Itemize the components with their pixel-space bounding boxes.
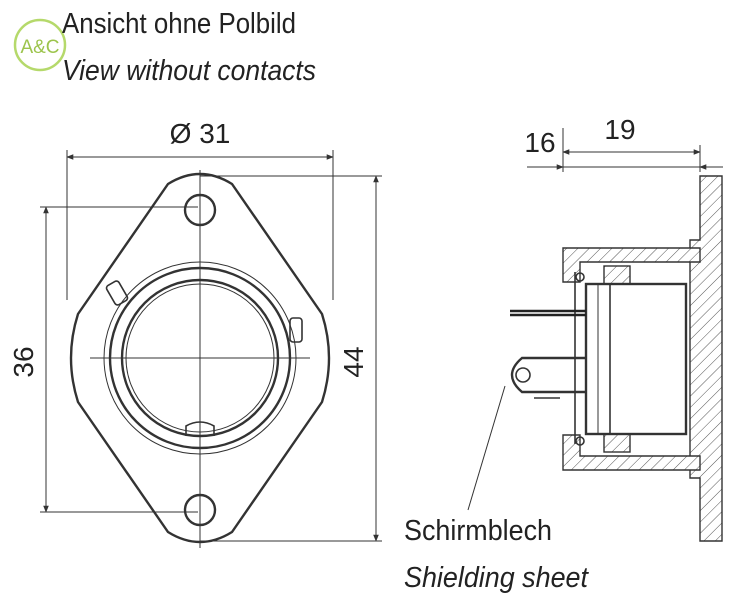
title-english: View without contacts (62, 55, 316, 87)
logo: A&C (13, 18, 67, 72)
hole-spacing-label: 36 (8, 346, 39, 377)
housing-section-top (562, 247, 701, 283)
front-view: Ø 31 36 44 (8, 118, 382, 548)
logo-text: A&C (20, 37, 59, 58)
shield-solder-lug (510, 356, 586, 394)
flange-outline (69, 172, 331, 544)
depth-label-a: 16 (524, 127, 555, 158)
side-view: 16 19 (467, 114, 723, 542)
depth-label-b: 19 (604, 114, 635, 145)
shield-contact-top (575, 272, 585, 282)
flange-section (689, 175, 723, 542)
shield-leader-line (467, 385, 506, 511)
insert-body (584, 282, 688, 436)
housing-section-bottom (562, 434, 701, 471)
insert-ring-bottom (603, 433, 631, 453)
insert-ring-top (603, 265, 631, 285)
title-german: Ansicht ohne Polbild (62, 8, 296, 40)
diameter-label: Ø 31 (170, 118, 231, 149)
shield-lug-hole (515, 367, 531, 383)
total-height-label: 44 (338, 346, 369, 377)
logo-ring (13, 18, 67, 72)
shield-label-german: Schirmblech (404, 515, 552, 547)
bayonet-tab-right (289, 317, 303, 343)
shield-contact-bottom (575, 436, 585, 446)
shield-label-english: Shielding sheet (404, 562, 590, 594)
bayonet-tab-left (105, 280, 129, 306)
